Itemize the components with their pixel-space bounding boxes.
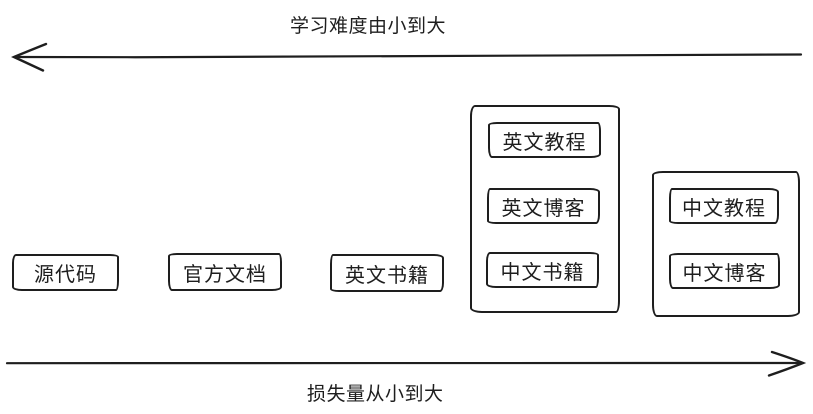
node-label: 英文教程 (502, 131, 587, 154)
top-axis-label: 学习难度由小到大 (290, 16, 447, 37)
node-chinese-blogs: 中文博客 (669, 253, 780, 289)
node-english-books: 英文书籍 (330, 254, 444, 292)
bottom-axis-label: 损失量从小到大 (307, 384, 444, 405)
node-label: 英文书籍 (345, 264, 429, 287)
node-label: 源代码 (34, 264, 97, 286)
node-chinese-books: 中文书籍 (486, 252, 599, 288)
node-label: 中文书籍 (500, 261, 585, 284)
node-source-code: 源代码 (12, 254, 119, 291)
node-label: 英文博客 (501, 197, 586, 220)
node-chinese-tutorials: 中文教程 (669, 188, 779, 224)
node-official-docs: 官方文档 (168, 253, 282, 291)
node-english-blogs: 英文博客 (487, 188, 600, 224)
right-arrow-icon (5, 350, 807, 377)
node-label: 中文博客 (682, 262, 767, 285)
node-label: 中文教程 (682, 197, 766, 220)
node-label: 官方文档 (183, 263, 267, 286)
node-english-tutorials: 英文教程 (488, 122, 601, 158)
left-arrow-icon (11, 42, 803, 72)
